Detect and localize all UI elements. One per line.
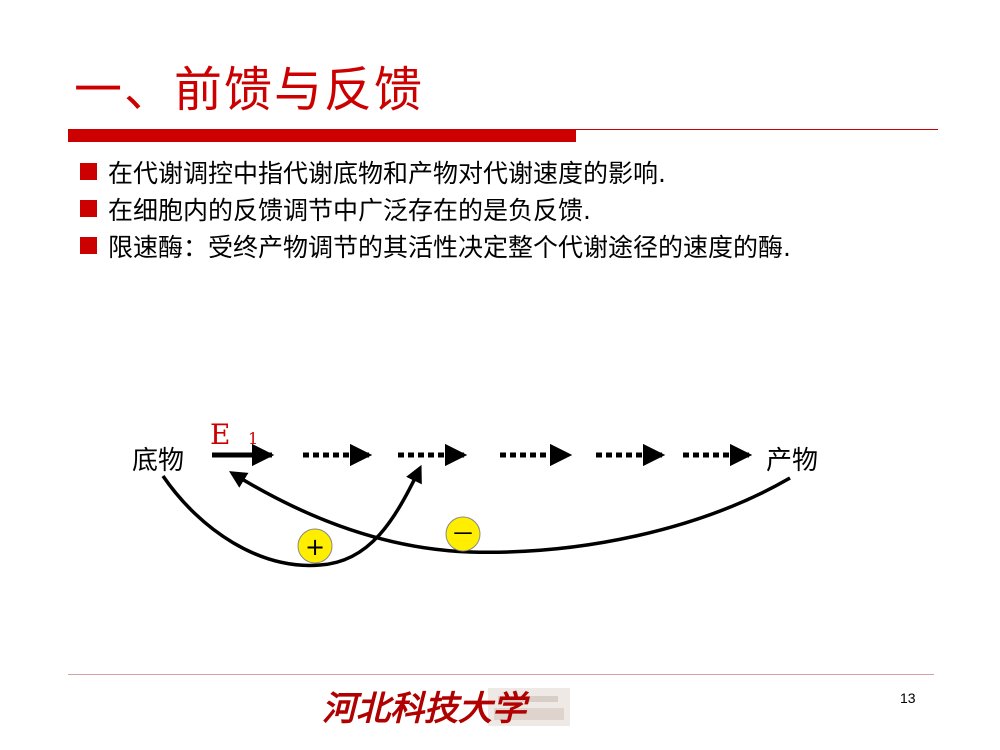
enzyme-label: E <box>210 418 230 451</box>
substrate-label: 底物 <box>132 446 184 476</box>
bullet-text: 在细胞内的反馈调节中广泛存在的是负反馈. <box>108 196 591 225</box>
title-underline-thin <box>576 129 938 130</box>
bullet-square-icon <box>80 163 97 180</box>
positive-sign: + <box>305 533 325 561</box>
bullet-item: 在代谢调控中指代谢底物和产物对代谢速度的影响. <box>80 160 960 187</box>
bullet-square-icon <box>80 237 97 254</box>
product-label: 产物 <box>766 446 818 476</box>
negative-badge-icon <box>445 516 481 552</box>
bullet-text: 限速酶：受终产物调节的其活性决定整个代谢途径的速度的酶. <box>108 233 791 262</box>
page-number: 13 <box>900 690 916 706</box>
bullet-list: 在代谢调控中指代谢底物和产物对代谢速度的影响. 在细胞内的反馈调节中广泛存在的是… <box>80 160 960 271</box>
bullet-item: 在细胞内的反馈调节中广泛存在的是负反馈. <box>80 197 960 224</box>
feedback-curve <box>229 471 791 554</box>
bullet-square-icon <box>80 200 97 217</box>
logo-text: 河北科技大学 <box>322 689 530 729</box>
slide-title: 一、前馈与反馈 <box>74 62 425 118</box>
title-underline-thick <box>68 129 576 142</box>
footer-divider <box>68 674 934 675</box>
bullet-item: 限速酶：受终产物调节的其活性决定整个代谢途径的速度的酶. <box>80 234 960 261</box>
enzyme-subscript: 1 <box>248 429 258 448</box>
university-logo: 河北科技大学 <box>322 688 570 729</box>
negative-sign: － <box>451 520 475 548</box>
feedforward-curve <box>161 464 422 568</box>
bullet-text: 在代谢调控中指代谢底物和产物对代谢速度的影响. <box>108 159 666 188</box>
positive-badge-icon <box>297 528 333 564</box>
